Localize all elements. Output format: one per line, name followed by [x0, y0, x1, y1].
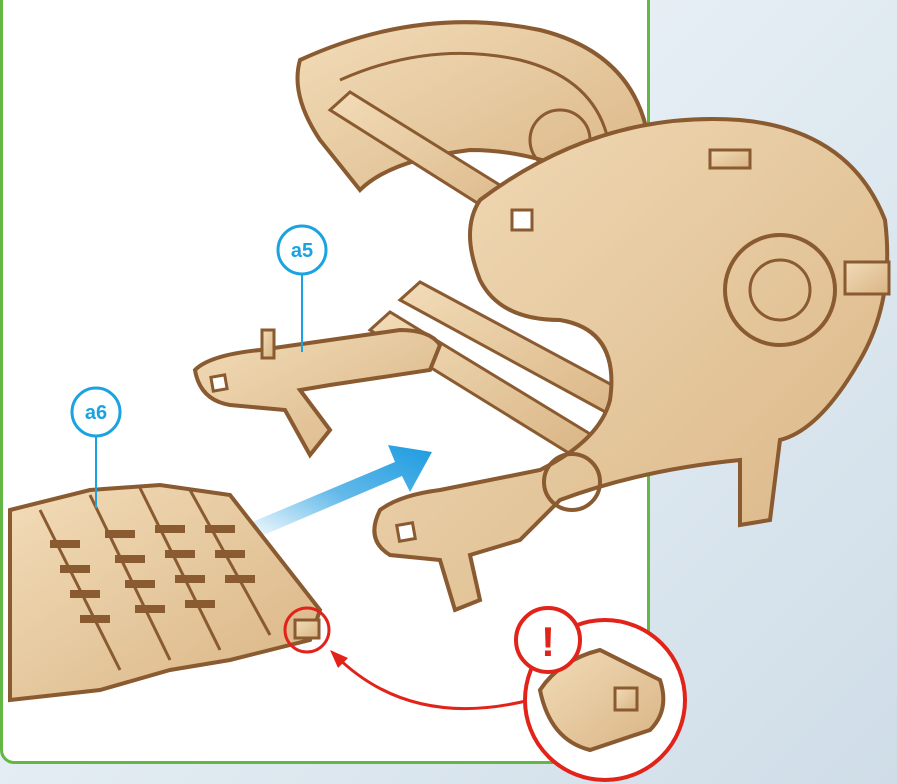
label-a5: a5 [278, 226, 326, 352]
label-a5-text: a5 [291, 240, 313, 262]
warning-icon: ! [541, 618, 555, 665]
part-a5-armrest [195, 330, 440, 455]
warning-badge: ! [516, 608, 580, 672]
detail-pointer-arrow [335, 655, 530, 709]
label-a6-text: a6 [85, 402, 107, 424]
